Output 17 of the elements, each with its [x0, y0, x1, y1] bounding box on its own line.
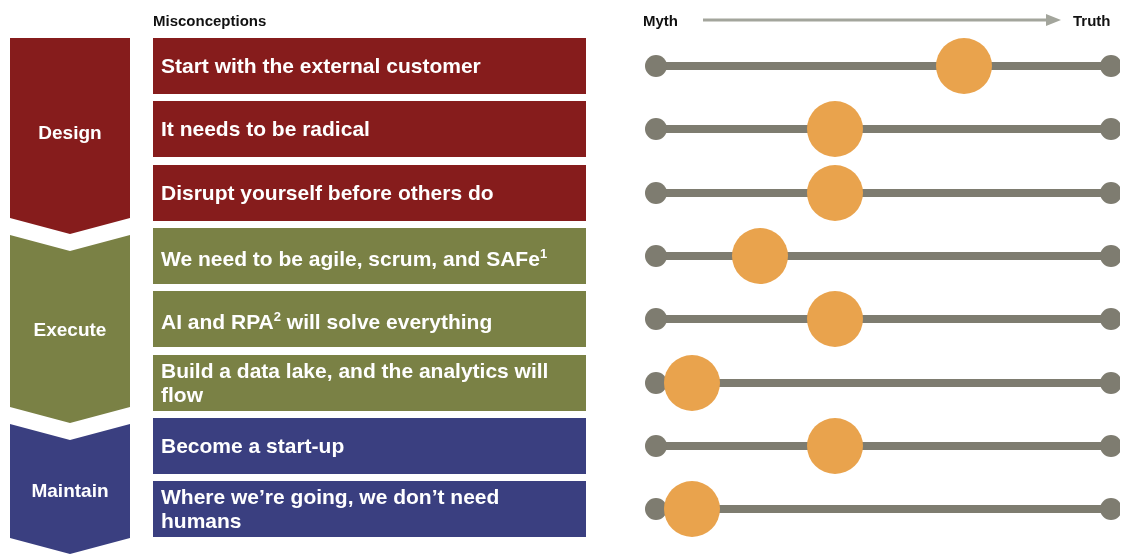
- stage-label: Design: [37, 122, 103, 144]
- misconception-bar: Start with the external customer: [153, 38, 586, 94]
- stage-label: Execute: [32, 319, 108, 341]
- scale-label: Truth: [1073, 12, 1111, 29]
- misconception-bar: Build a data lake, and the analytics will flow: [153, 355, 586, 411]
- stage-label: Maintain: [30, 480, 110, 502]
- stage-band: [10, 235, 130, 423]
- misconception-bar: Become a start-up: [153, 418, 586, 474]
- stage-band: [10, 424, 130, 554]
- misconception-bar: Where we’re going, we don’t need humans: [153, 481, 586, 537]
- misconception-bar: Disrupt yourself before others do: [153, 165, 586, 221]
- misconception-bar: It needs to be radical: [153, 101, 586, 157]
- misconception-bar: We need to be agile, scrum, and SAFe$^{1}$: [153, 228, 586, 284]
- stage-band: [10, 38, 130, 234]
- misconception-bar: AI and RPA$^{2}$ will solve everything: [153, 291, 586, 347]
- column-heading: Misconceptions: [153, 12, 267, 29]
- scale-label: Myth: [643, 12, 678, 29]
